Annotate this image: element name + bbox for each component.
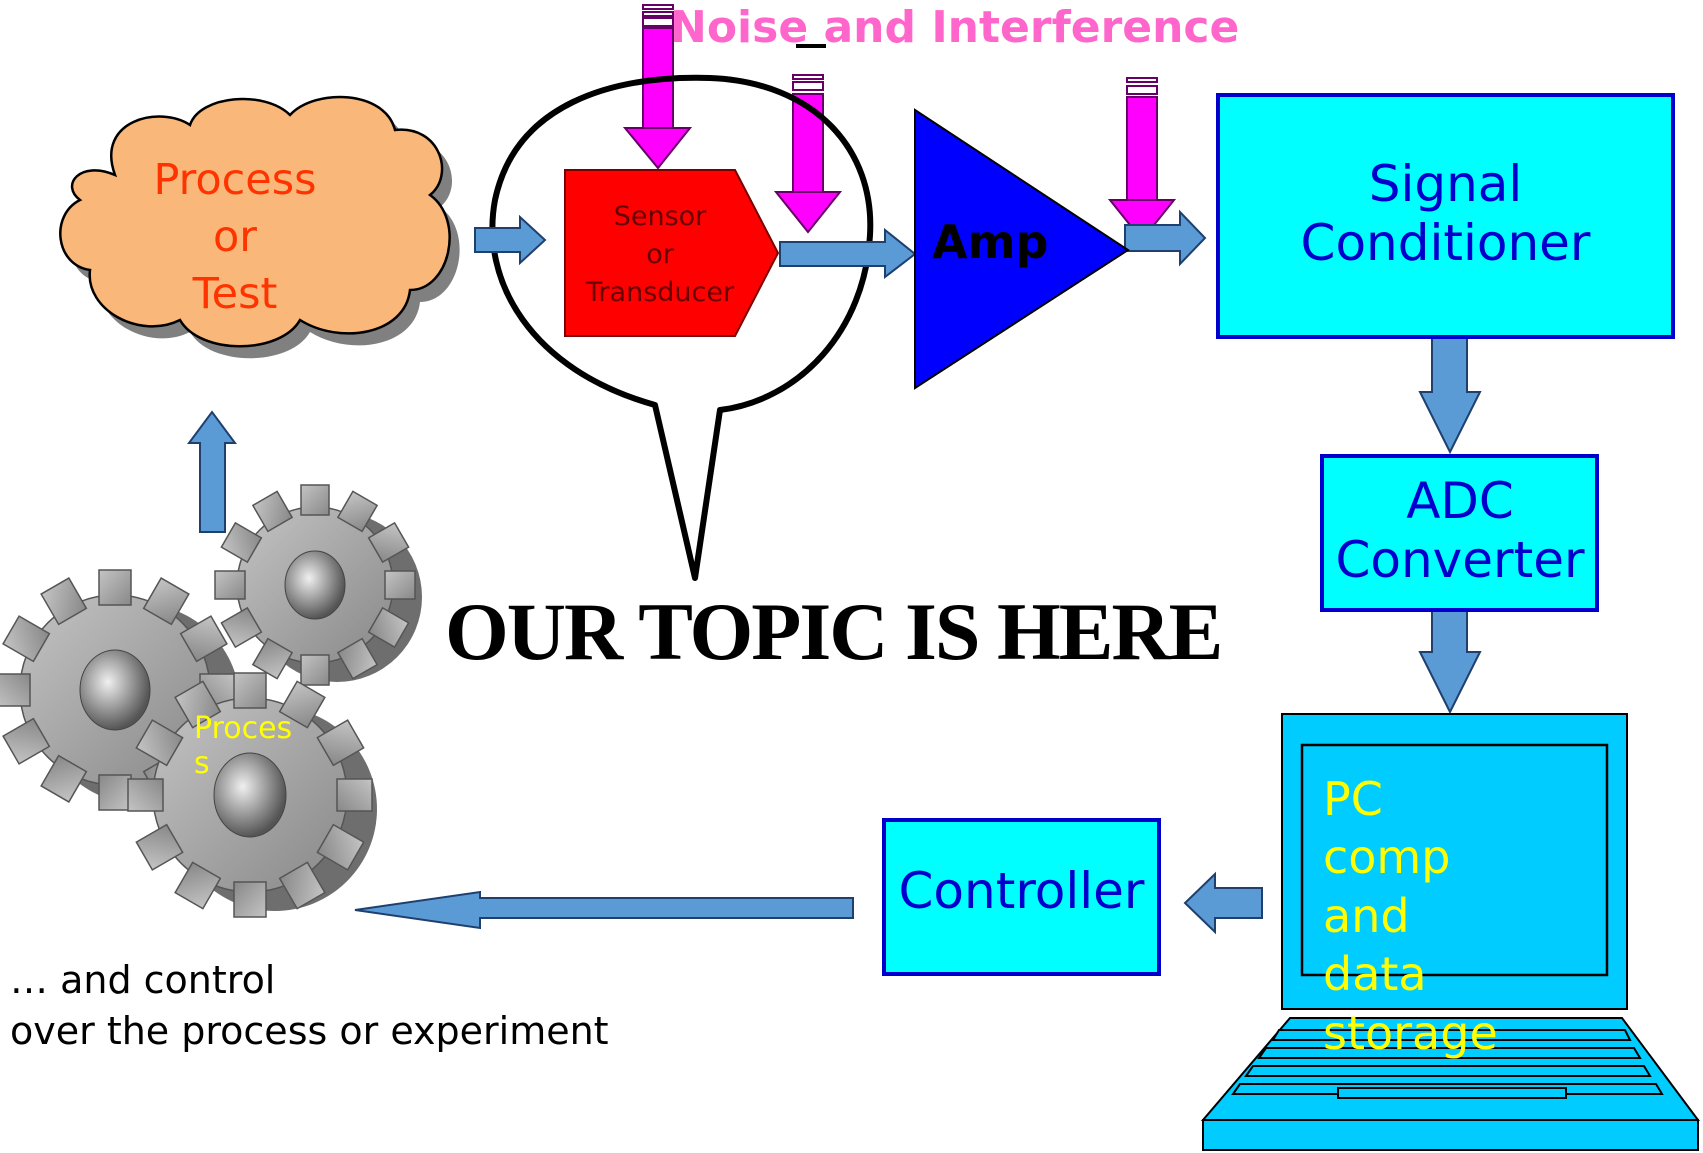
controller-label: Controller xyxy=(898,862,1145,920)
amp-label: Amp xyxy=(932,215,1049,269)
adc-line-2: Converter xyxy=(1335,531,1585,589)
adc-line-1: ADC xyxy=(1406,472,1514,530)
topic-callout-bubble xyxy=(489,74,874,581)
noise-interference-title: Noise and Interference xyxy=(670,2,1240,53)
control-footnote: … and control over the process or experi… xyxy=(10,955,609,1056)
arrow-cloud-to-sensor xyxy=(474,214,547,266)
adc-converter-box xyxy=(1320,454,1599,612)
process-test-line-2: or xyxy=(213,211,257,262)
signal-conditioner-label: Signal Conditioner xyxy=(1218,155,1673,273)
sensor-line-3: Transducer xyxy=(585,276,735,308)
process-cloud xyxy=(59,95,460,359)
gear-process-label: Process xyxy=(194,711,293,781)
pc-line-1: PC comp xyxy=(1323,772,1451,885)
controller-box xyxy=(882,818,1161,976)
arrow-gears-to-cloud xyxy=(187,410,237,533)
arrow-adc-to-pc xyxy=(1418,609,1482,715)
laptop-icon xyxy=(1200,713,1700,1151)
arrow-amp-to-conditioner xyxy=(1124,209,1207,267)
process-test-line-1: Process xyxy=(153,155,317,205)
signal-line-1: Signal xyxy=(1368,155,1523,213)
pc-line-2: and data xyxy=(1323,888,1427,1002)
adc-converter-label: ADC Converter xyxy=(1320,472,1600,590)
footnote-line-1: … and control xyxy=(10,958,276,1002)
pc-line-3: storage xyxy=(1323,1005,1498,1060)
pc-storage-label: PC comp and data storage xyxy=(1323,770,1523,1062)
sensor-line-1: Sensor xyxy=(613,201,707,232)
amp-triangle xyxy=(914,108,1130,390)
gears-icon xyxy=(0,484,422,918)
process-test-line-3: Test xyxy=(192,268,278,319)
arrow-controller-to-gears xyxy=(354,890,854,930)
signal-conditioner-box xyxy=(1216,93,1675,339)
arrow-pc-to-controller xyxy=(1183,871,1263,935)
footnote-line-2: over the process or experiment xyxy=(10,1008,609,1053)
noise-arrow-2 xyxy=(773,74,843,234)
sensor-transducer-label: Sensor or Transducer xyxy=(560,198,760,311)
signal-line-2: Conditioner xyxy=(1300,214,1591,272)
sensor-line-2: or xyxy=(646,238,674,270)
process-test-label: Process or Test xyxy=(120,152,350,322)
noise-arrow-3 xyxy=(1107,77,1177,242)
sensor-block xyxy=(564,169,780,337)
arrow-sensor-to-amp xyxy=(779,227,917,280)
arrow-conditioner-to-adc xyxy=(1418,336,1482,455)
topic-heading: OUR TOPIC IS HERE xyxy=(445,586,1223,677)
